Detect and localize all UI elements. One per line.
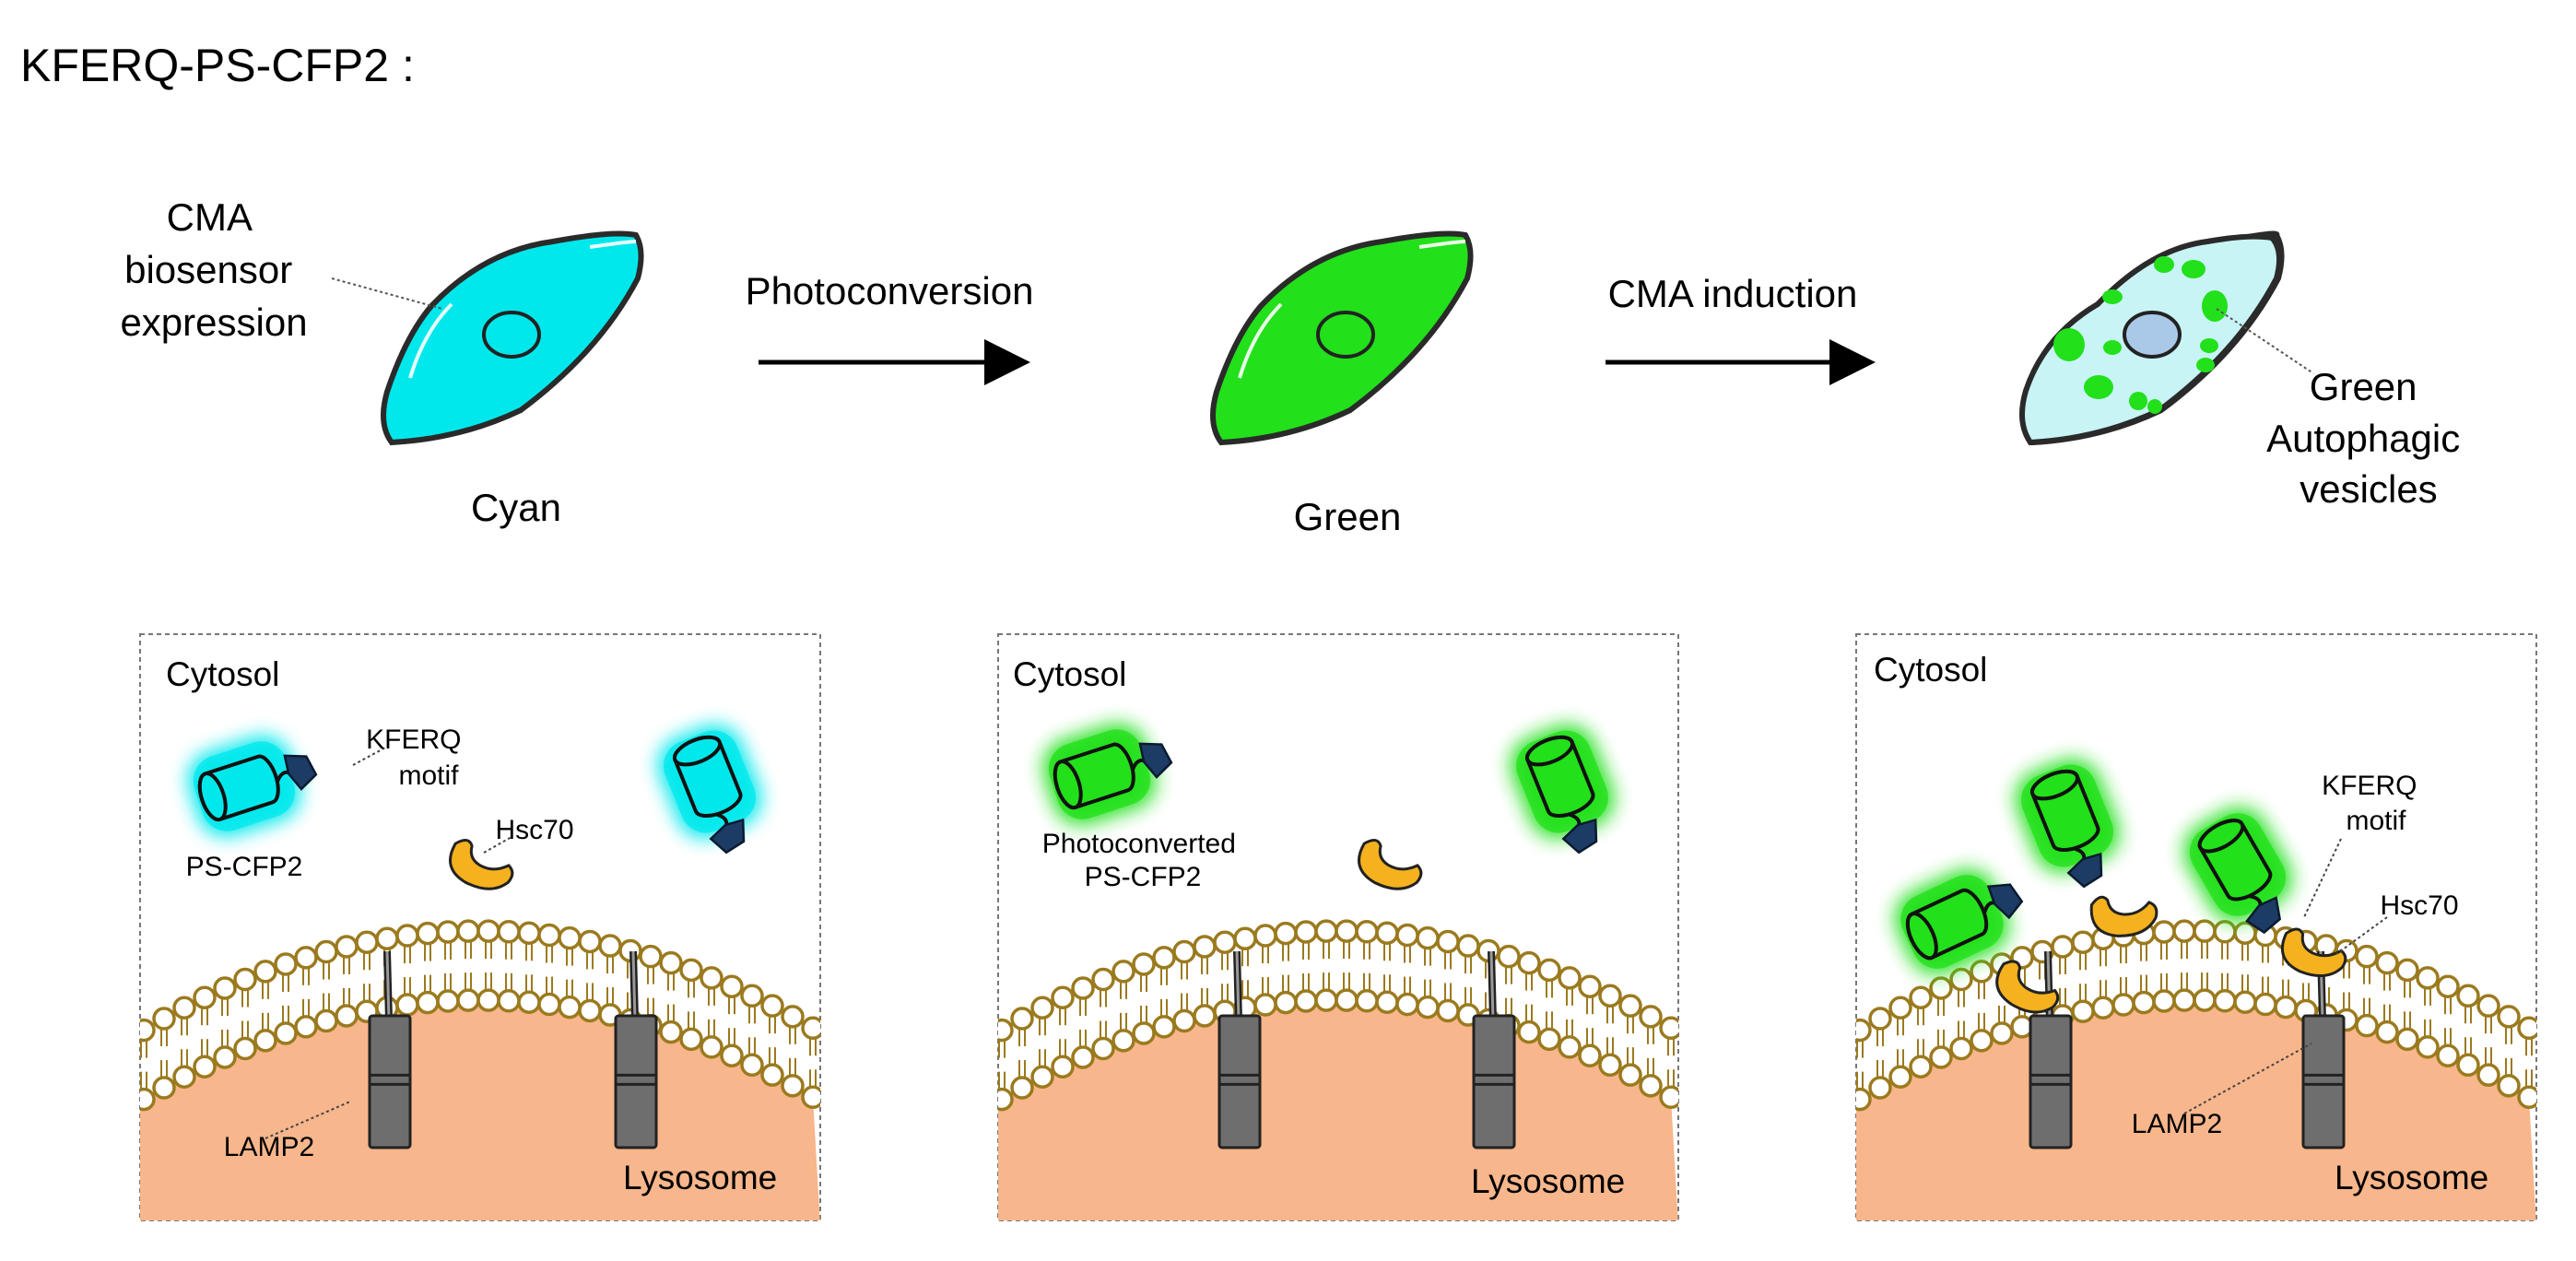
panel-3-kferq: KFERQ motif [2322, 771, 2425, 836]
label-cma-induction: CMA induction [1608, 272, 1858, 315]
panel-3-cytosol: Cytosol [1874, 651, 1987, 689]
hsc70-chaperone [1995, 960, 2060, 1014]
leader-line [2303, 838, 2342, 918]
cell-green [1210, 230, 1474, 446]
panel-1 [139, 633, 821, 1221]
lamp2-receptor [2029, 950, 2073, 1149]
lysosome-lumen [1856, 1000, 2536, 1220]
nucleus [482, 311, 541, 359]
lysosome-membrane [1856, 919, 2536, 1220]
panel-2-lysosome: Lysosome [1471, 1162, 1625, 1200]
label-biosensor: CMA biosensor expression [120, 195, 307, 344]
panel-2-photoconverted: Photoconverted PS-CFP2 [1042, 829, 1244, 892]
panel-3-hsc70: Hsc70 [2380, 890, 2458, 921]
panel-3-labels: Cytosol Lysosome KFERQ motif Hsc70 LAMP2 [1874, 651, 2488, 1196]
panel-1-cytosol: Cytosol [166, 655, 279, 693]
photoconverted-substrate [1042, 723, 1173, 826]
leader-line [352, 746, 388, 766]
caption-green: Green [1294, 495, 1402, 538]
leader-line [265, 1101, 351, 1139]
panel-1-lysosome: Lysosome [623, 1159, 777, 1196]
panel-1-ps-cfp2: PS-CFP2 [186, 852, 303, 882]
panel-1-labels: Cytosol Lysosome KFERQ motif PS-CFP2 Hsc… [166, 655, 777, 1196]
hsc70-chaperone [2089, 895, 2158, 937]
panel-2-cytosol: Cytosol [1013, 655, 1126, 693]
label-vesicles: Green Autophagic vesicles [2266, 365, 2471, 511]
nucleus [2123, 311, 2182, 359]
photoconverted-substrate [1510, 724, 1615, 854]
nucleus [1316, 311, 1375, 359]
bound-substrate [2015, 758, 2120, 889]
panel-3 [1855, 633, 2537, 1221]
bound-substrate [1894, 868, 2024, 975]
panel-1-hsc70: Hsc70 [495, 815, 573, 845]
lamp2-receptor [1217, 950, 1262, 1149]
figure-title: KFERQ-PS-CFP2 : [20, 40, 415, 91]
hsc70-chaperone [1358, 839, 1423, 890]
ps-cfp2-substrate [187, 735, 318, 838]
cell-autophagic [2019, 230, 2285, 446]
panel-2-proteins [1042, 723, 1615, 890]
panel-1-kferq: KFERQ motif [366, 725, 469, 791]
hsc70-chaperone [449, 839, 514, 890]
ps-cfp2-substrate [657, 724, 762, 854]
leader-line [2335, 916, 2388, 955]
panel-2-labels: Cytosol Lysosome Photoconverted PS-CFP2 [1013, 655, 1625, 1200]
caption-cyan: Cyan [471, 486, 561, 529]
label-photoconversion: Photoconversion [746, 269, 1034, 312]
leader-line [2183, 1043, 2312, 1114]
panel-2 [997, 633, 1679, 1221]
lamp2-receptor [2301, 950, 2346, 1149]
cell-cyan [381, 230, 644, 446]
bound-substrate [2183, 807, 2292, 935]
panel-3-proteins [1894, 758, 2388, 1114]
leader-line-biosensor [331, 277, 443, 310]
panel-3-lamp2: LAMP2 [2132, 1109, 2222, 1139]
panel-3-lysosome: Lysosome [2335, 1159, 2488, 1196]
vesicles [2053, 256, 2228, 414]
lamp2-receptor [1472, 950, 1516, 1149]
lamp2-receptor [368, 950, 412, 1149]
panel-1-lamp2: LAMP2 [224, 1132, 314, 1162]
lamp2-receptor [614, 950, 658, 1149]
panel-1-proteins [187, 724, 762, 1139]
